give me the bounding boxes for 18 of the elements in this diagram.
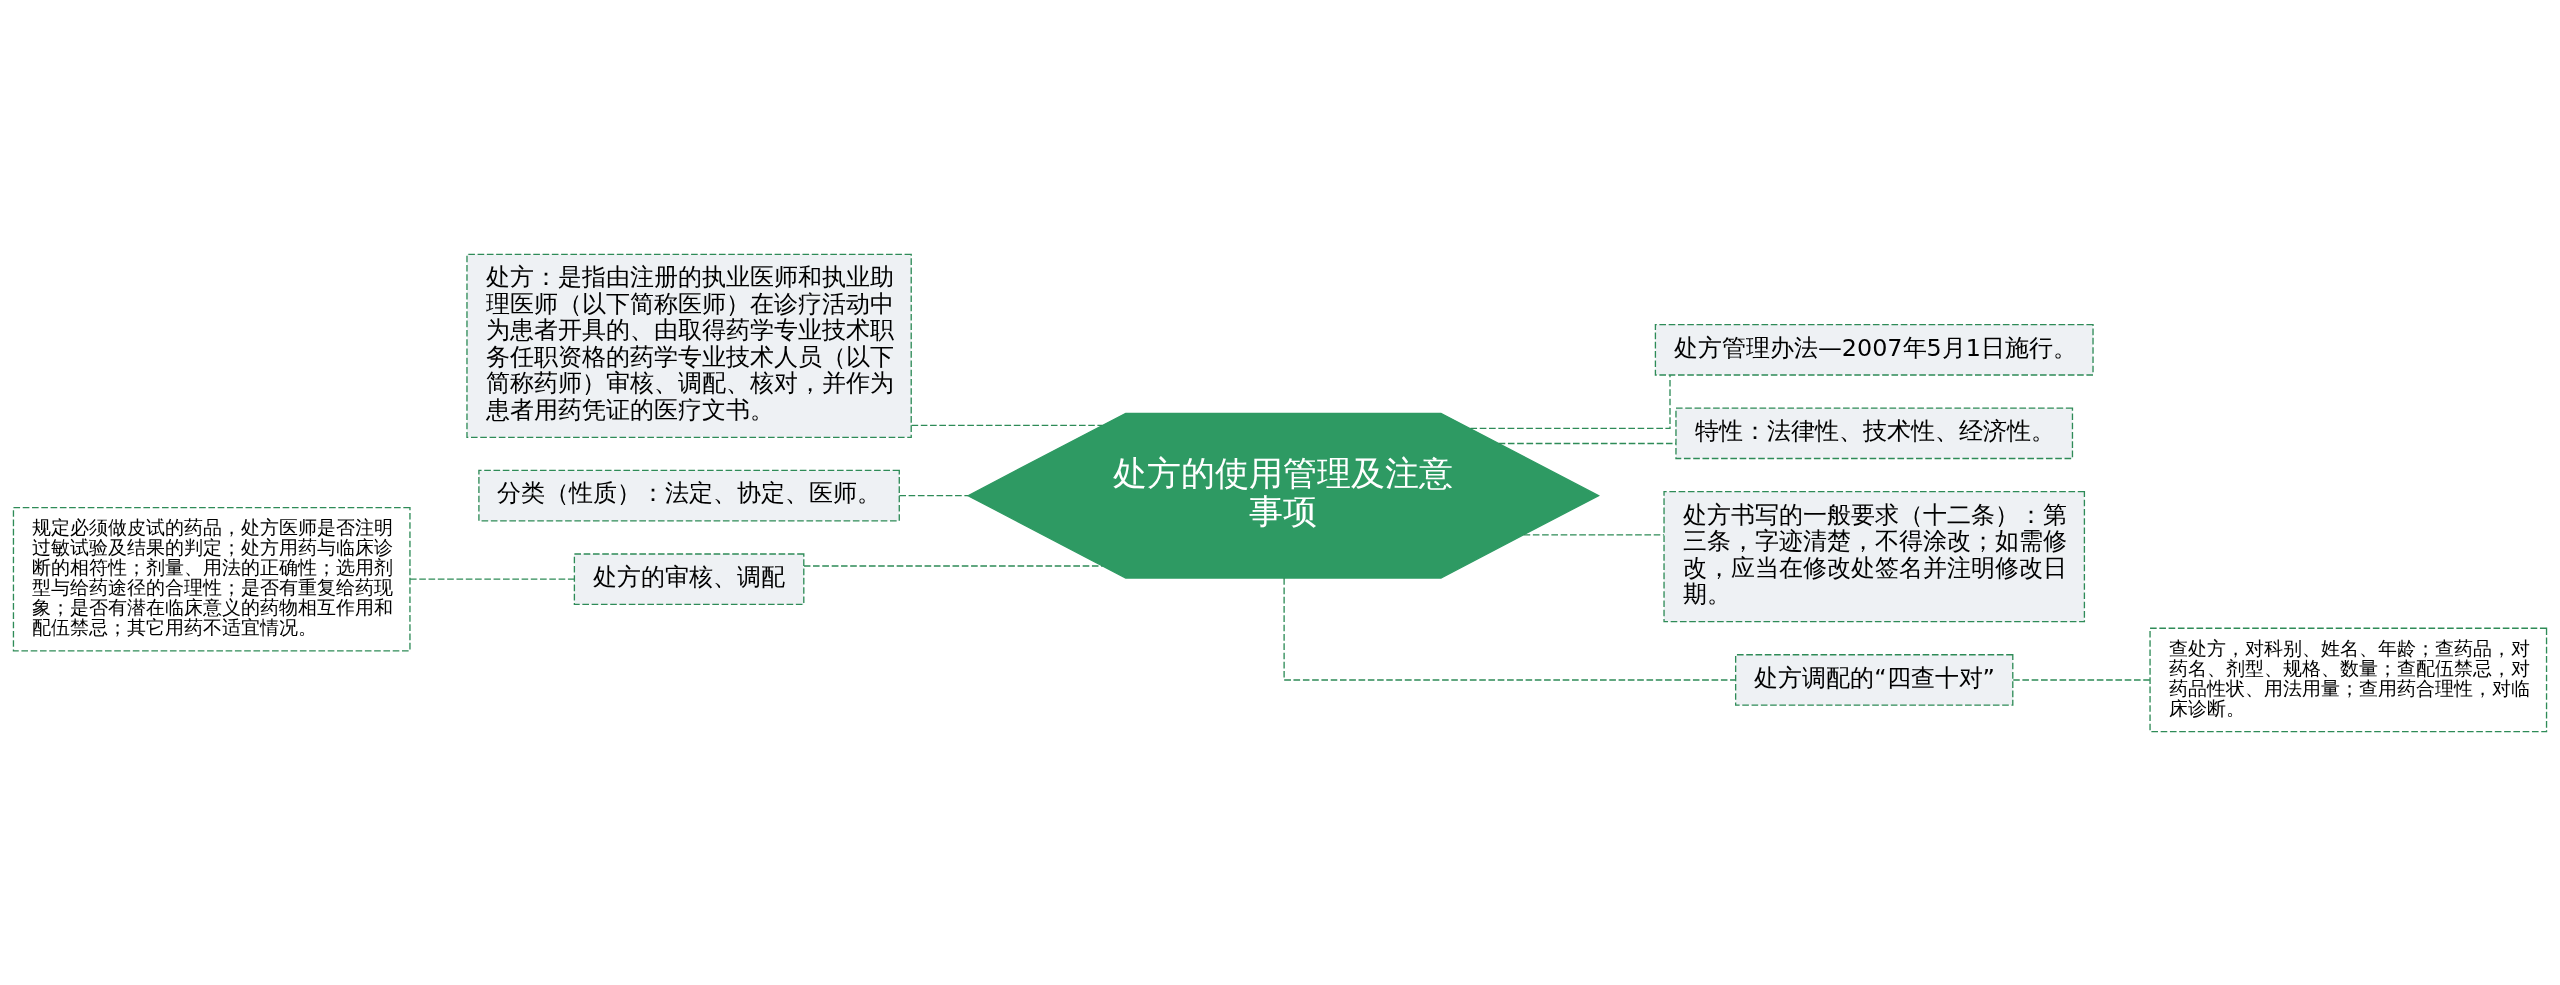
connector [898,494,969,496]
connector [2012,678,2151,681]
node-box: 处方的审核、调配 [573,552,805,605]
node-box: 处方：是指由注册的执业医师和执业助理医师（以下简称医师）在诊疗活动中为患者开具的、由取得药学专业技术职务任职资格的药学专业技术人员（以下简称药师）审核、调配、核对，并作为患者用药凭证的医疗文书。 [466,253,912,438]
connector [409,578,575,580]
connector [1523,533,1665,535]
node-box: 特性：法律性、技术性、经济性。 [1675,406,2074,459]
connector [1498,442,1677,444]
node-box: 规定必须做皮试的药品，处方医师是否注明过敏试验及结果的判定；处方用药与临床诊断的相符性；剂量、用法的正确性；选用剂型与给药途径的合理性；是否有重复给药现象；是否有潜在临床意义的药物相互作用和配伍禁忌；其它用药不适宜情况。 [12,506,411,651]
node-box: 分类（性质）：法定、协定、医师。 [478,469,900,521]
connector [910,424,1104,426]
node-box: 处方书写的一般要求（十二条）：第三条，字迹清楚，不得涂改；如需修改，应当在修改处签名并注明修改日期。 [1663,490,2086,622]
node-box: 查处方，对科别、姓名、年龄；查药品，对药名、剂型、规格、数量；查配伍禁忌，对药品性状、用法用量；查用药合理性，对临床诊断。 [2149,627,2548,732]
connector [1283,576,1737,681]
connector [1469,373,1671,429]
connector [803,564,1104,567]
node-box: 处方管理办法—2007年5月1日施行。 [1654,323,2094,376]
node-box: 处方调配的“四查十对” [1734,653,2014,706]
